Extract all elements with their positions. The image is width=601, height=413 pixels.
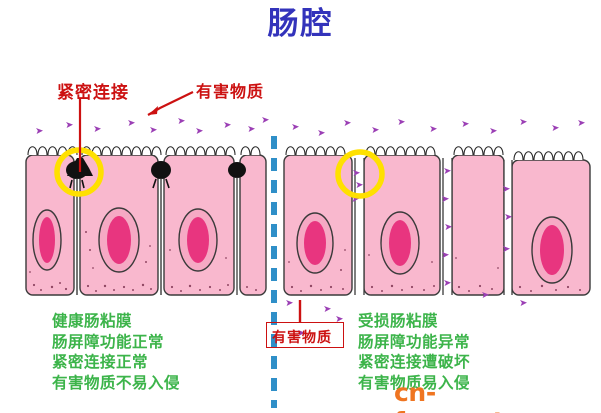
label-harmful-substance-top: 有害物质	[196, 82, 265, 101]
leader-arrow-harmful-top	[148, 106, 158, 115]
healthy-line-4: 有害物质不易入侵	[52, 373, 181, 392]
harmful-particles-lumen	[36, 117, 585, 136]
healthy-epithelium-group	[25, 154, 267, 296]
tight-junction-broken	[354, 158, 365, 295]
healthy-line-2: 肠屏障功能正常	[52, 332, 165, 351]
cell-nucleus	[296, 212, 334, 274]
cell-nucleus	[380, 211, 420, 275]
tight-junction-broken	[503, 160, 513, 295]
cell-nucleus	[178, 208, 218, 272]
damaged-description-block: 受损肠粘膜 肠屏障功能异常 紧密连接遭破坏 有害物质易入侵	[358, 311, 470, 393]
watermark-tld: .COM	[504, 411, 565, 413]
damaged-line-1: 受损肠粘膜	[358, 312, 439, 330]
watermark-name: cn-ferment	[394, 378, 505, 413]
damaged-line-4: 有害物质易入侵	[358, 373, 471, 392]
page-title: 肠腔	[267, 6, 334, 42]
site-watermark: cn-ferment.COM	[394, 378, 601, 413]
label-harmful-substance-middle: 有害物质	[272, 330, 332, 346]
cell-column	[239, 154, 267, 296]
tight-junction-intact	[151, 161, 171, 295]
cell-nucleus	[531, 216, 573, 284]
cell-column	[451, 154, 505, 296]
healthy-description-block: 健康肠粘膜 肠屏障功能正常 紧密连接正常 有害物质不易入侵	[52, 311, 180, 393]
damaged-line-2: 肠屏障功能异常	[358, 332, 471, 351]
healthy-line-1: 健康肠粘膜	[52, 312, 133, 330]
highlight-ring-broken-junction	[335, 149, 385, 199]
cytoplasm-stipple	[29, 231, 257, 292]
tight-junction-intact	[228, 162, 246, 295]
cell-nucleus	[98, 207, 140, 273]
label-tight-junction: 紧密连接	[57, 83, 129, 103]
healthy-line-3: 紧密连接正常	[52, 353, 149, 371]
cell-nucleus	[32, 209, 62, 271]
label-harmful-substance-box	[266, 322, 344, 348]
damaged-epithelium-group	[283, 154, 591, 296]
cytoplasm-stipple	[288, 249, 581, 292]
damaged-line-3: 紧密连接遭破坏	[358, 353, 471, 371]
